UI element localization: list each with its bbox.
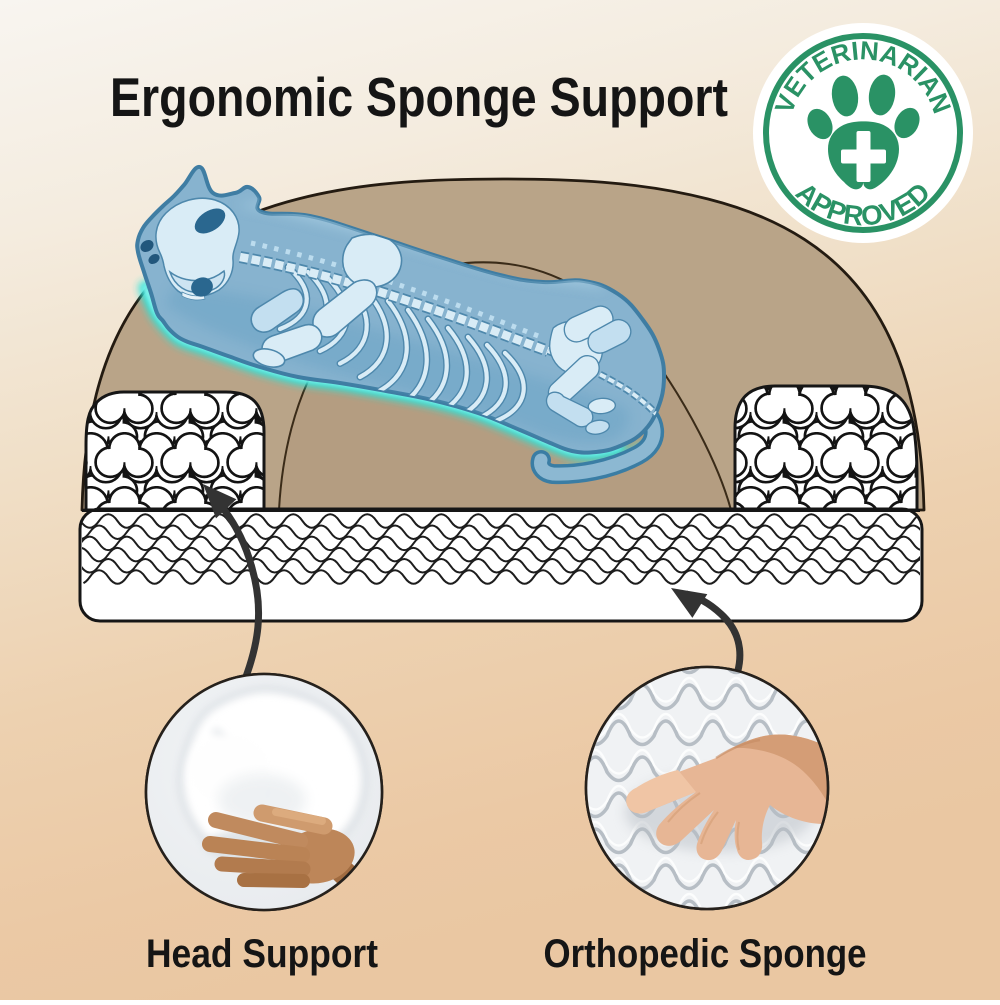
svg-text:Ergonomic Sponge Support: Ergonomic Sponge Support (110, 66, 728, 128)
svg-text:Head Support: Head Support (146, 932, 378, 976)
svg-text:Orthopedic Sponge: Orthopedic Sponge (544, 932, 867, 976)
